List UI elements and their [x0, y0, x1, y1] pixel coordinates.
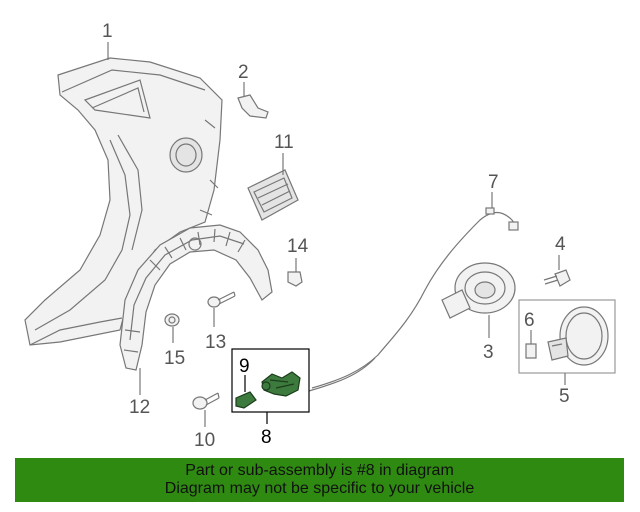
actuator-part-9: [235, 391, 257, 409]
actuator-assembly-part-8: [261, 371, 301, 397]
callout-5: 5: [559, 386, 570, 407]
bracket-part: [237, 94, 269, 119]
callout-10: 10: [194, 430, 215, 451]
bolt-part-10: [192, 392, 220, 410]
leader-lines: [107, 42, 566, 427]
callout-9: 9: [239, 356, 250, 377]
bolt-part-4: [543, 269, 571, 287]
wheel-liner-part: [119, 224, 273, 371]
callout-7: 7: [488, 172, 499, 193]
vent-grille-part: [247, 169, 299, 221]
screw-part-13: [207, 291, 236, 308]
banner-line-1: Part or sub-assembly is #8 in diagram: [185, 462, 454, 479]
callout-15: 15: [164, 348, 185, 369]
clip-part-15: [164, 313, 180, 327]
callout-4: 4: [555, 234, 566, 255]
callout-11: 11: [274, 132, 294, 153]
clip-part-14: [287, 271, 303, 287]
fuel-filler-housing-part: [441, 262, 516, 319]
callout-3: 3: [483, 342, 494, 363]
quarter-panel-part: [24, 57, 223, 346]
info-banner: Part or sub-assembly is #8 in diagram Di…: [15, 458, 624, 502]
callout-2: 2: [238, 62, 249, 83]
release-cable-part: [308, 207, 519, 392]
callout-1: 1: [102, 21, 113, 42]
banner-line-2: Diagram may not be specific to your vehi…: [164, 480, 475, 497]
fuel-door-box: [518, 299, 616, 374]
callout-14: 14: [287, 236, 309, 257]
callout-13: 13: [205, 332, 226, 353]
callout-12: 12: [129, 397, 150, 418]
callout-6: 6: [524, 310, 535, 331]
callout-8: 8: [261, 427, 272, 448]
fuel-door-part-6: [525, 343, 537, 359]
